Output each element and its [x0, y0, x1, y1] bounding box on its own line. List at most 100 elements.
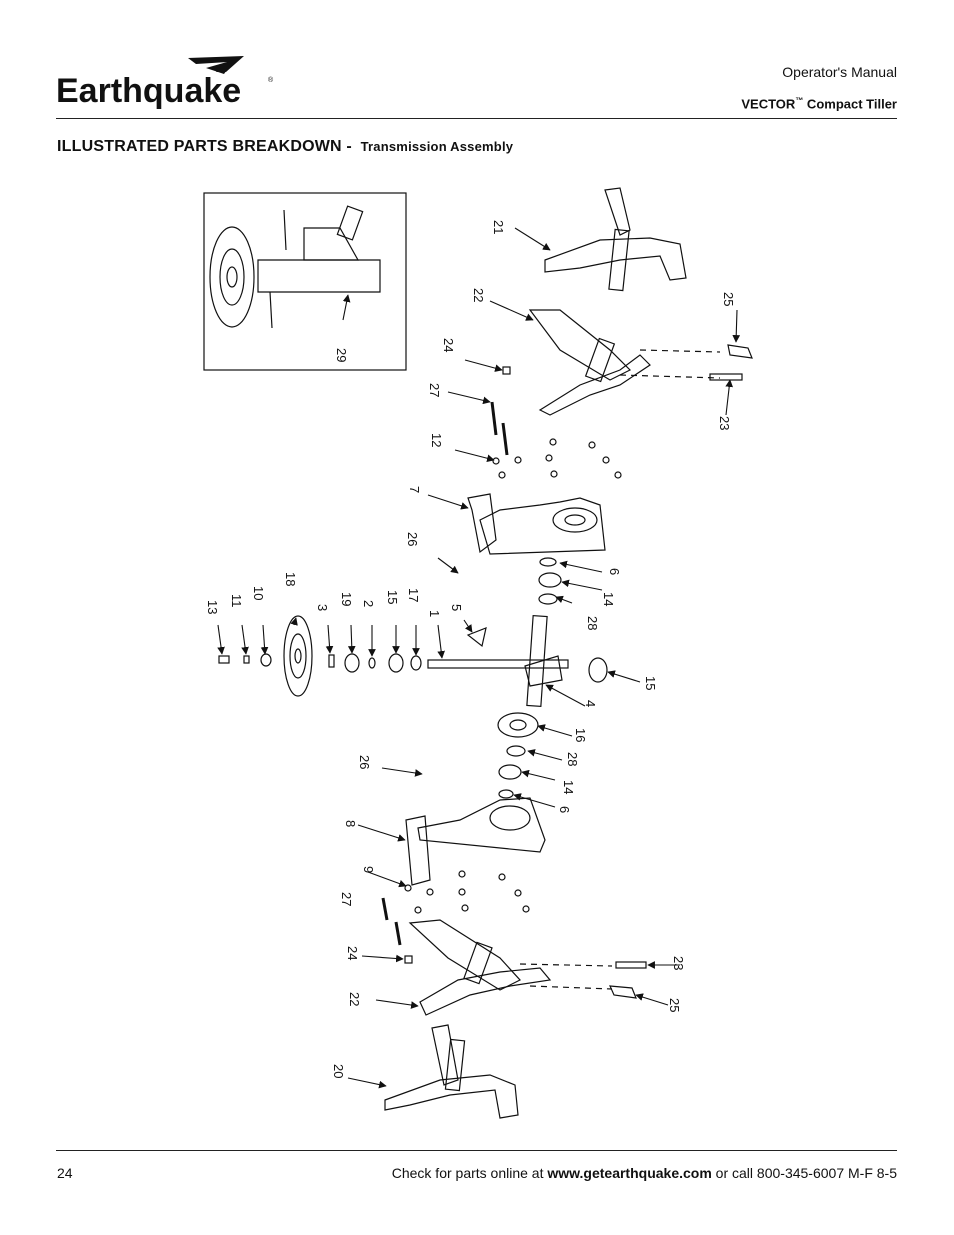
callout-11: 11: [229, 594, 244, 608]
callout-10: 10: [251, 586, 266, 600]
assembled-shaft: [336, 205, 364, 241]
pin-3: [328, 654, 335, 668]
gear-16: [497, 712, 539, 738]
ring-2: [368, 657, 376, 669]
callout-16: 16: [573, 728, 588, 742]
tine-22-lower: [408, 919, 521, 991]
callout-19: 19: [339, 592, 354, 606]
pin-23-lower: [615, 961, 647, 969]
pin-24-lower: [404, 955, 413, 964]
callout-13: 13: [205, 600, 220, 614]
earthquake-logo: Earthquake ®: [56, 52, 286, 112]
callout-23-lower: 23: [671, 956, 686, 970]
product-title: VECTOR™ Compact Tiller: [741, 92, 897, 113]
pin-24-upper: [502, 366, 511, 375]
callout-17: 17: [406, 588, 421, 602]
tine-21: [604, 187, 631, 236]
footer-divider: [56, 1150, 897, 1151]
tine-20: [431, 1024, 459, 1086]
assembled-housing: [257, 259, 381, 293]
section-heading: ILLUSTRATED PARTS BREAKDOWN - Transmissi…: [57, 138, 513, 156]
trademark-symbol: ™: [795, 96, 804, 105]
callout-15-right: 15: [643, 676, 658, 690]
bearing-15-left: [388, 653, 404, 673]
bearing-14-upper: [538, 572, 562, 588]
callout-5: 5: [449, 604, 464, 611]
parts-diagram: 29 21 22 25 24 23 27 12 7 26 6 14 28 13 …: [200, 180, 760, 1120]
callout-27-upper: 27: [427, 383, 442, 397]
section-title: ILLUSTRATED PARTS BREAKDOWN -: [57, 138, 352, 155]
transmission-exploded-view: 29 21 22 25 24 23 27 12 7 26 6 14 28 13 …: [203, 187, 753, 1119]
washer-28-lower: [506, 745, 526, 757]
tine-22-upper: [528, 309, 632, 381]
callout-26-lower: 26: [357, 755, 372, 769]
section-subtitle: Transmission Assembly: [360, 139, 514, 154]
inset-box: [203, 192, 407, 371]
footer-prefix: Check for parts online at: [391, 1165, 548, 1181]
svg-text:®: ®: [268, 76, 274, 84]
housing-8: [405, 815, 431, 886]
washer-28-upper: [538, 593, 558, 605]
bearing-15-right: [588, 657, 608, 683]
callout-6-lower: 6: [557, 806, 572, 813]
pin-23-upper: [709, 373, 743, 381]
callout-26-upper: 26: [405, 532, 420, 546]
shaft-1: [427, 659, 569, 669]
bearing-19: [344, 653, 360, 673]
product-suffix: Compact Tiller: [803, 96, 897, 112]
callout-2: 2: [361, 600, 376, 607]
product-name: VECTOR: [741, 96, 796, 112]
callout-1: 1: [427, 610, 442, 617]
manual-label: Operator's Manual: [782, 64, 897, 80]
callout-22-upper: 22: [471, 288, 486, 302]
washer-10: [260, 653, 272, 667]
callout-28-upper: 28: [585, 616, 600, 630]
callout-22-lower: 22: [347, 992, 362, 1006]
bolt-group-12: [492, 438, 622, 479]
callout-9: 9: [361, 866, 376, 873]
key-11: [243, 655, 250, 664]
callout-14-lower: 14: [561, 780, 576, 794]
clip-25-upper: [727, 344, 753, 359]
callout-3: 3: [315, 604, 330, 611]
callout-4: 4: [583, 700, 598, 707]
header-right: Operator's Manual VECTOR™ Compact Tiller: [741, 62, 897, 113]
callout-6-upper: 6: [607, 568, 622, 575]
logo-wordmark: Earthquake: [56, 72, 241, 110]
callout-25-lower: 25: [667, 998, 682, 1012]
callout-24-lower: 24: [345, 946, 360, 960]
callout-18: 18: [283, 572, 298, 586]
bearing-14-lower: [498, 764, 522, 780]
output-shaft: [526, 614, 548, 708]
pulley-18: [283, 615, 313, 697]
ring-6-upper: [539, 557, 557, 567]
callout-14-upper: 14: [601, 592, 616, 606]
callout-23-upper: 23: [717, 416, 732, 430]
callout-12: 12: [429, 433, 444, 447]
ring-6-lower: [498, 789, 514, 799]
callout-29: 29: [334, 348, 349, 362]
callout-27-lower: 27: [339, 892, 354, 906]
nut-group-9: [404, 870, 530, 914]
callout-25-upper: 25: [721, 292, 736, 306]
website-link[interactable]: www.getearthquake.com: [547, 1165, 712, 1181]
callout-15-left: 15: [385, 590, 400, 604]
clip-25-lower: [609, 985, 637, 999]
key-5: [466, 627, 487, 648]
callout-7: 7: [407, 486, 422, 493]
worm-4: [524, 655, 563, 687]
bushing-17: [410, 655, 422, 671]
callout-20: 20: [331, 1064, 346, 1078]
assembled-pulley: [209, 226, 255, 328]
footer-contact: Check for parts online at www.getearthqu…: [392, 1165, 897, 1181]
callout-8: 8: [343, 820, 358, 827]
bolt-13: [218, 655, 230, 664]
callout-28-lower: 28: [565, 752, 580, 766]
earthquake-logo-mark: Earthquake ®: [56, 56, 274, 110]
footer-suffix: or call 800-345-6007 M-F 8-5: [711, 1165, 897, 1181]
header-divider: [56, 118, 897, 119]
page-number: 24: [57, 1165, 73, 1181]
callout-21: 21: [491, 220, 506, 234]
callout-24-upper: 24: [441, 338, 456, 352]
housing-7: [467, 493, 497, 554]
